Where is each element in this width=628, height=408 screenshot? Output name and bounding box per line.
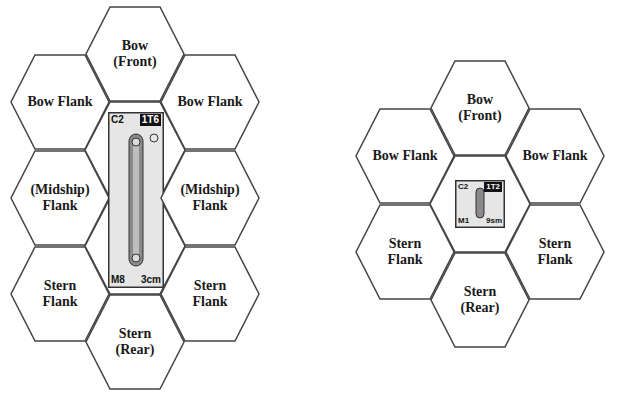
area-label: Bow (Front) [100, 38, 170, 70]
area-label: Bow Flank [370, 148, 440, 164]
area-label: Stern Flank [370, 236, 440, 268]
counter-outline [109, 113, 164, 288]
area-label: Stern Flank [25, 278, 95, 310]
area-label: Bow Flank [25, 94, 95, 110]
hex-area: (Midship) Flank [160, 150, 260, 246]
area-label: Stern Flank [520, 236, 590, 268]
ship-counter: C2 1T6M8 3cm [108, 112, 164, 288]
counter-value: M1 [458, 217, 469, 225]
hex-outline [506, 109, 604, 203]
area-label: (Midship) Flank [25, 182, 95, 214]
counter-value: 3cm [141, 275, 161, 285]
hex-area: Stern (Rear) [85, 294, 185, 390]
marker-circle [150, 134, 158, 142]
counter-value: 1T6 [140, 114, 161, 126]
hex-outline [11, 55, 109, 149]
ship-counter: C2 1T2M1 9sm [455, 180, 505, 228]
ship-deck [133, 146, 139, 254]
area-label: Bow Flank [175, 94, 245, 110]
area-label: (Midship) Flank [175, 182, 245, 214]
counter-value: 9sm [486, 217, 502, 225]
ship-turret [132, 138, 140, 146]
hex-area: Bow Flank [505, 108, 605, 204]
ship-turret [132, 254, 140, 262]
counter-outline [456, 181, 505, 228]
ship-hull [129, 134, 143, 266]
hex-area: Bow Flank [355, 108, 455, 204]
area-label: Bow (Front) [445, 92, 515, 124]
counter-outline [108, 112, 164, 288]
hex-outline [11, 151, 109, 245]
hex-area: Bow Flank [10, 54, 110, 150]
hex-area: (Midship) Flank [10, 150, 110, 246]
area-label: Stern (Rear) [445, 284, 515, 316]
hex-outline [161, 55, 259, 149]
hex-outline [161, 151, 259, 245]
hex-outline [356, 109, 454, 203]
area-label: Stern (Rear) [100, 326, 170, 358]
hex-area: Stern (Rear) [430, 252, 530, 348]
counter-value: M8 [111, 275, 125, 285]
area-label: Bow Flank [520, 148, 590, 164]
hex-outline [431, 253, 529, 347]
counter-value: C2 [111, 115, 124, 125]
ship-hull [476, 188, 484, 218]
counter-value: 1T2 [484, 182, 502, 192]
area-label: Stern Flank [175, 278, 245, 310]
hex-area: Bow Flank [160, 54, 260, 150]
hex-outline [86, 295, 184, 389]
counter-value: C2 [458, 183, 468, 191]
